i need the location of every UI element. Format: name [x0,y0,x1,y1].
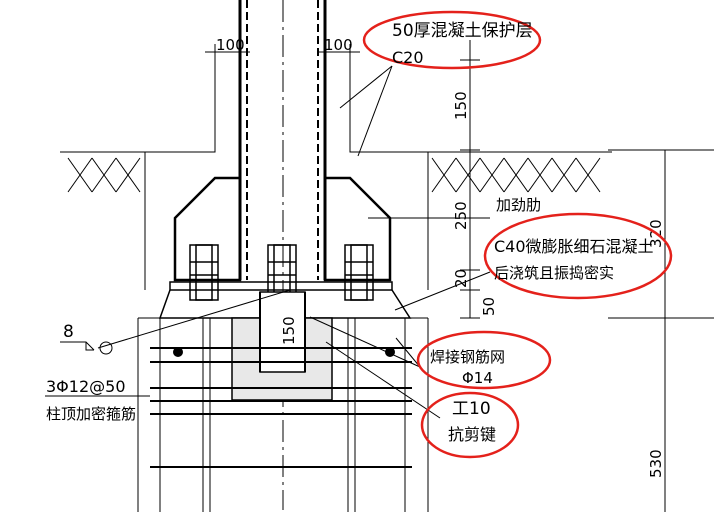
dim-top-cover: 150 [452,91,470,120]
ground-hatch-right [428,151,612,193]
dim-base-plate-gap: 50 [480,297,498,316]
label-grout-line2: 后浇筑且振捣密实 [494,264,614,282]
right-dimension-chain [460,40,714,512]
highlight-annotations [362,10,673,459]
label-stiffener: 加劲肋 [496,196,541,214]
label-cover-line2: C20 [392,48,424,67]
label-weld-size: 8 [63,322,74,342]
stiffeners [173,176,392,282]
leader-lines [45,65,491,419]
grout-pocket [231,291,333,401]
anchor-bolts [189,244,374,301]
label-stirrup-line1: 3Φ12@50 [46,377,126,396]
label-cover-line1: 50厚混凝土保护层 [392,21,533,41]
dim-left-offset: 100 [216,36,245,54]
label-stirrup-line2: 柱顶加密箍筋 [46,405,136,423]
dim-key-depth: 150 [280,316,298,345]
encasement-outline [144,60,429,290]
label-key-line2: 抗剪键 [448,425,496,444]
dim-column-top: 530 [647,449,665,478]
dim-right-offset: 100 [324,36,353,54]
weld-symbol: 8 [60,322,113,355]
top-dimensions [205,44,360,60]
ground-hatch-left [60,151,145,193]
label-grout-line1: C40微膨胀细石混凝土 [494,237,654,256]
rebar-mesh [150,347,412,468]
dim-stiffener-zone: 250 [452,201,470,230]
label-key-line1: 工10 [452,399,491,419]
steel-column [238,0,327,510]
label-mesh-line1: 焊接钢筋网 [430,348,505,366]
rebar-dot-left [173,347,183,357]
dim-grout-gap: 20 [452,269,470,288]
label-mesh-line2: Φ14 [462,369,493,387]
